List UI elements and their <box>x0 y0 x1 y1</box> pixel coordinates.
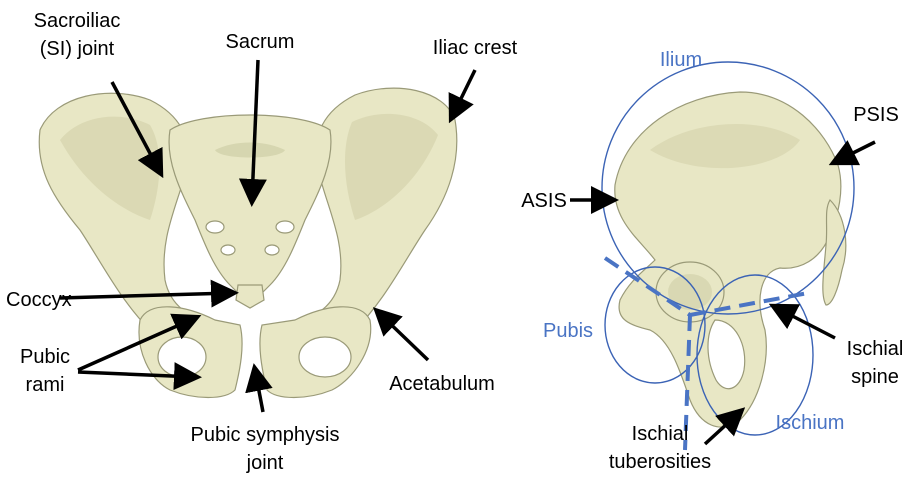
psis-arrow <box>835 142 875 162</box>
pubis-label: Pubis <box>543 320 593 342</box>
pubic-symphysis-arrow <box>255 370 263 412</box>
si-joint-label-line2: (SI) joint <box>40 38 115 60</box>
pubic-symphysis-label-line1: Pubic symphysis <box>191 424 340 446</box>
coccyx-label: Coccyx <box>6 289 72 311</box>
sacrum-label: Sacrum <box>226 31 295 53</box>
frontal-pelvis-illustration <box>39 88 457 397</box>
coccyx-arrow <box>60 293 232 298</box>
asis-label: ASIS <box>521 190 567 212</box>
iliac-crest-arrow <box>452 70 475 117</box>
ischial-tuberosities-label-line1: Ischial <box>632 423 689 445</box>
acetabulum-arrow <box>378 312 428 360</box>
ischial-spine-arrow <box>775 307 835 338</box>
si-joint-label-line1: Sacroiliac <box>34 10 121 32</box>
pubic-symphysis-label-line2: joint <box>246 452 284 474</box>
pubic-rami-label-line1: Pubic <box>20 346 70 368</box>
acetabulum-label: Acetabulum <box>389 373 495 395</box>
iliac-crest-label: Iliac crest <box>433 37 518 59</box>
pubic-rami-label-line2: rami <box>26 374 65 396</box>
ischial-tuberosities-label-line2: tuberosities <box>609 451 711 473</box>
ilium-label: Ilium <box>660 49 702 71</box>
psis-label: PSIS <box>853 104 899 126</box>
ischial-spine-label-line1: Ischial <box>847 338 904 360</box>
ischium-label: Ischium <box>776 412 845 434</box>
ischial-spine-label-line2: spine <box>851 366 899 388</box>
